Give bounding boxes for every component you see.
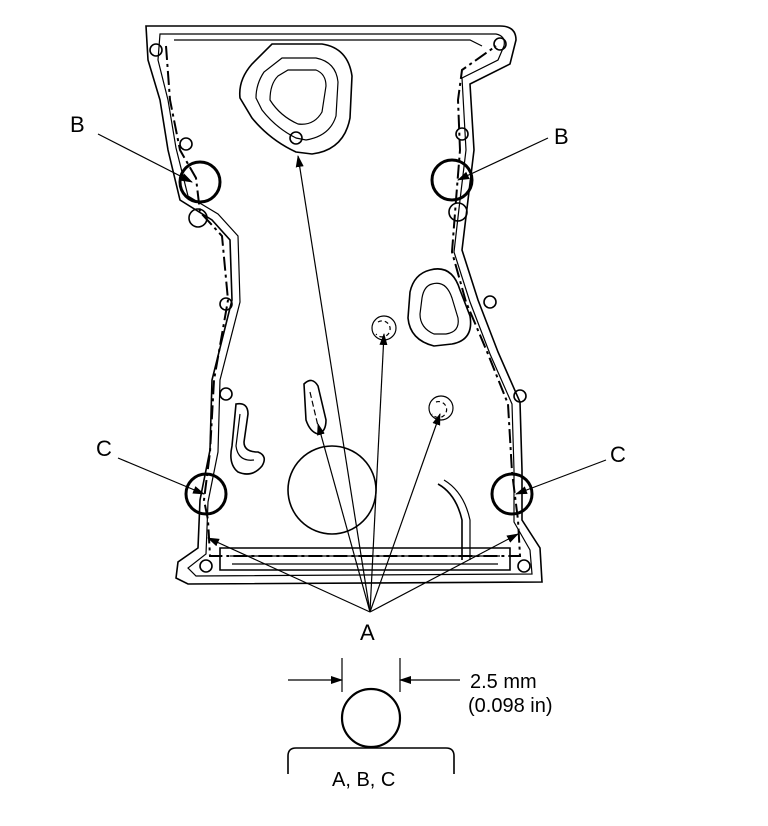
dimension-value-in: (0.098 in) xyxy=(468,695,553,717)
label-c-right: C xyxy=(610,442,626,467)
crankshaft-seal-bore xyxy=(287,445,377,535)
label-c-left: C xyxy=(96,436,112,461)
arrow-b-right xyxy=(457,137,549,181)
arrow-a-water-passage xyxy=(295,155,371,613)
arrow-a-slot xyxy=(317,423,371,613)
oil-passage-outer xyxy=(407,268,472,347)
bolt-hole xyxy=(455,127,469,141)
bolt-holes xyxy=(149,37,531,573)
bottom-flange xyxy=(219,547,511,571)
arrow-b-left xyxy=(97,133,193,183)
arrow-c-right xyxy=(515,459,607,495)
top-rim xyxy=(174,39,483,47)
bolt-hole xyxy=(493,37,507,51)
label-b-left: B xyxy=(70,112,85,137)
lower-port-ring xyxy=(428,395,454,421)
arrow-c-left xyxy=(117,457,205,495)
upper-port-seal xyxy=(375,320,391,338)
bolt-hole xyxy=(179,137,193,151)
bolt-hole xyxy=(188,208,208,228)
bead-base-surface xyxy=(287,747,455,774)
leader-arrows xyxy=(97,133,607,613)
right-rib-inner xyxy=(443,479,471,560)
timing-chain-cover xyxy=(145,25,543,585)
bolt-hole xyxy=(149,43,163,57)
label-a: A xyxy=(360,620,375,645)
bead-cross-section xyxy=(340,687,402,749)
bolt-hole xyxy=(219,387,233,401)
dimension-value-mm: 2.5 mm xyxy=(470,671,537,693)
oil-passage-inner xyxy=(419,282,459,335)
left-hook-inner xyxy=(235,413,255,461)
water-passage-outer xyxy=(238,43,353,155)
arrow-a-right-corner xyxy=(369,533,519,613)
highlight-circle-b-right xyxy=(430,158,474,202)
highlight-circle-c-right xyxy=(490,472,534,516)
cover-outer-outline xyxy=(145,25,543,585)
label-b-right: B xyxy=(554,124,569,149)
highlight-circle-b-left xyxy=(178,160,222,204)
bolt-hole xyxy=(289,131,303,145)
bolt-hole xyxy=(483,295,497,309)
highlight-circle-c-left xyxy=(184,472,228,516)
arrow-a-upper-port xyxy=(369,333,388,613)
bolt-hole xyxy=(517,559,531,573)
bolt-hole xyxy=(199,559,213,573)
right-rib xyxy=(437,483,463,560)
water-passage-inner xyxy=(255,57,339,141)
slot-recess xyxy=(303,379,327,435)
bead-size-detail: 2.5 mm (0.098 in) A, B, C xyxy=(287,658,553,791)
bolt-hole xyxy=(448,202,468,222)
bolt-hole xyxy=(513,389,527,403)
water-passage-port xyxy=(269,69,327,125)
slot-bead xyxy=(309,391,319,427)
cover-inner-outline xyxy=(157,33,533,577)
left-hook-recess xyxy=(230,402,266,475)
bead-applies-to: A, B, C xyxy=(332,769,395,791)
arrow-a-left-corner xyxy=(207,537,371,613)
bolt-hole xyxy=(219,297,233,311)
arrow-a-lower-port xyxy=(369,413,441,613)
